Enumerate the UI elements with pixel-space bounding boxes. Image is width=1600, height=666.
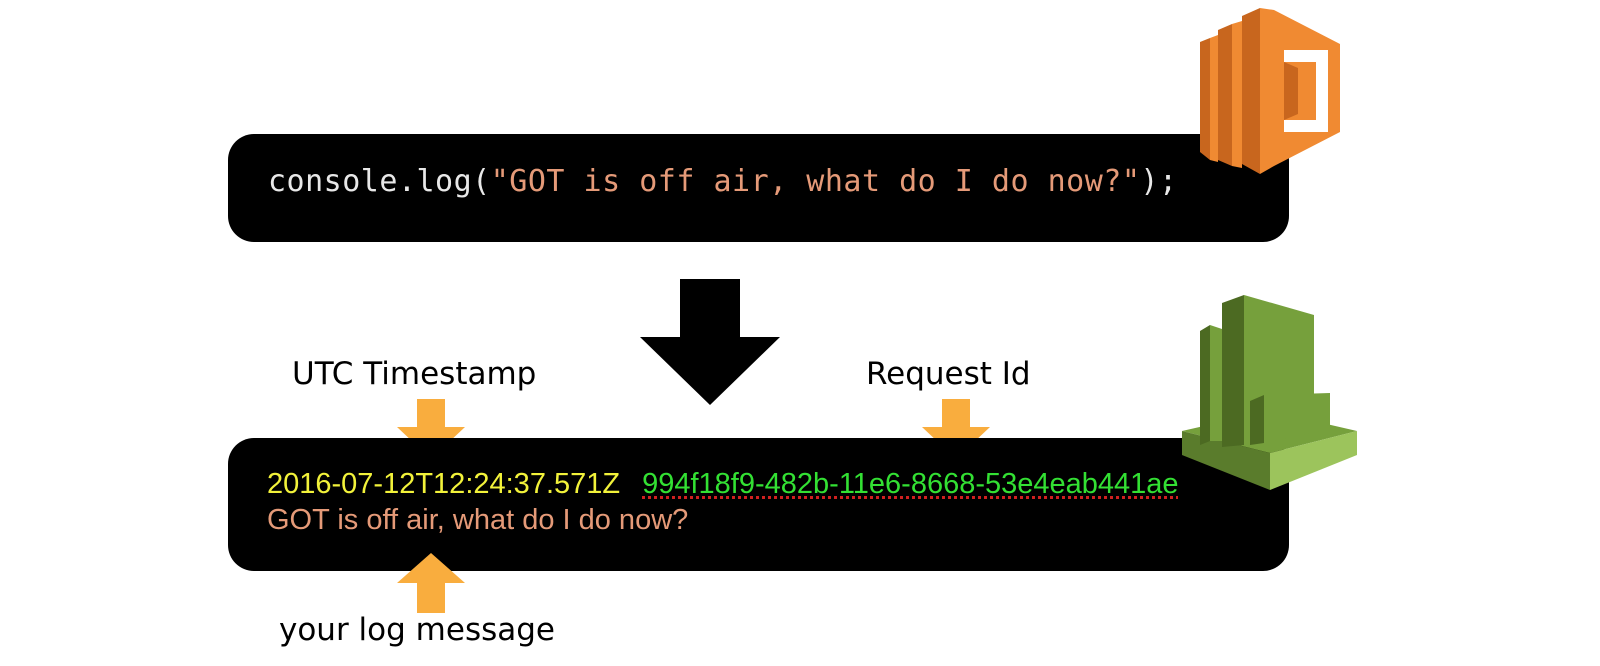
code-line: console.log("GOT is off air, what do I d… (268, 164, 1178, 199)
log-timestamp: 2016-07-12T12:24:37.571Z (267, 468, 621, 500)
code-string: "GOT is off air, what do I do now?" (490, 164, 1141, 199)
aws-cloudwatch-icon (1182, 295, 1357, 490)
code-suffix: ); (1140, 164, 1178, 199)
timestamp-pointer-arrow-icon (397, 399, 465, 459)
log-line-header: 2016-07-12T12:24:37.571Z 994f18f9-482b-11… (267, 468, 1179, 501)
request-id-label: Request Id (866, 356, 1031, 392)
your-log-message-label: your log message (279, 612, 555, 648)
log-message-pointer-arrow-icon (397, 553, 465, 613)
request-id-pointer-arrow-icon (922, 399, 990, 459)
aws-lambda-icon (1200, 8, 1340, 174)
arrow-down-icon (640, 279, 780, 405)
code-prefix: console.log( (268, 164, 491, 199)
utc-timestamp-label: UTC Timestamp (292, 356, 537, 392)
log-panel: 2016-07-12T12:24:37.571Z 994f18f9-482b-11… (228, 438, 1289, 571)
log-message: GOT is off air, what do I do now? (267, 504, 689, 536)
code-panel: console.log("GOT is off air, what do I d… (228, 134, 1289, 242)
log-request-id: 994f18f9-482b-11e6-8668-53e4eab441ae (642, 468, 1179, 500)
